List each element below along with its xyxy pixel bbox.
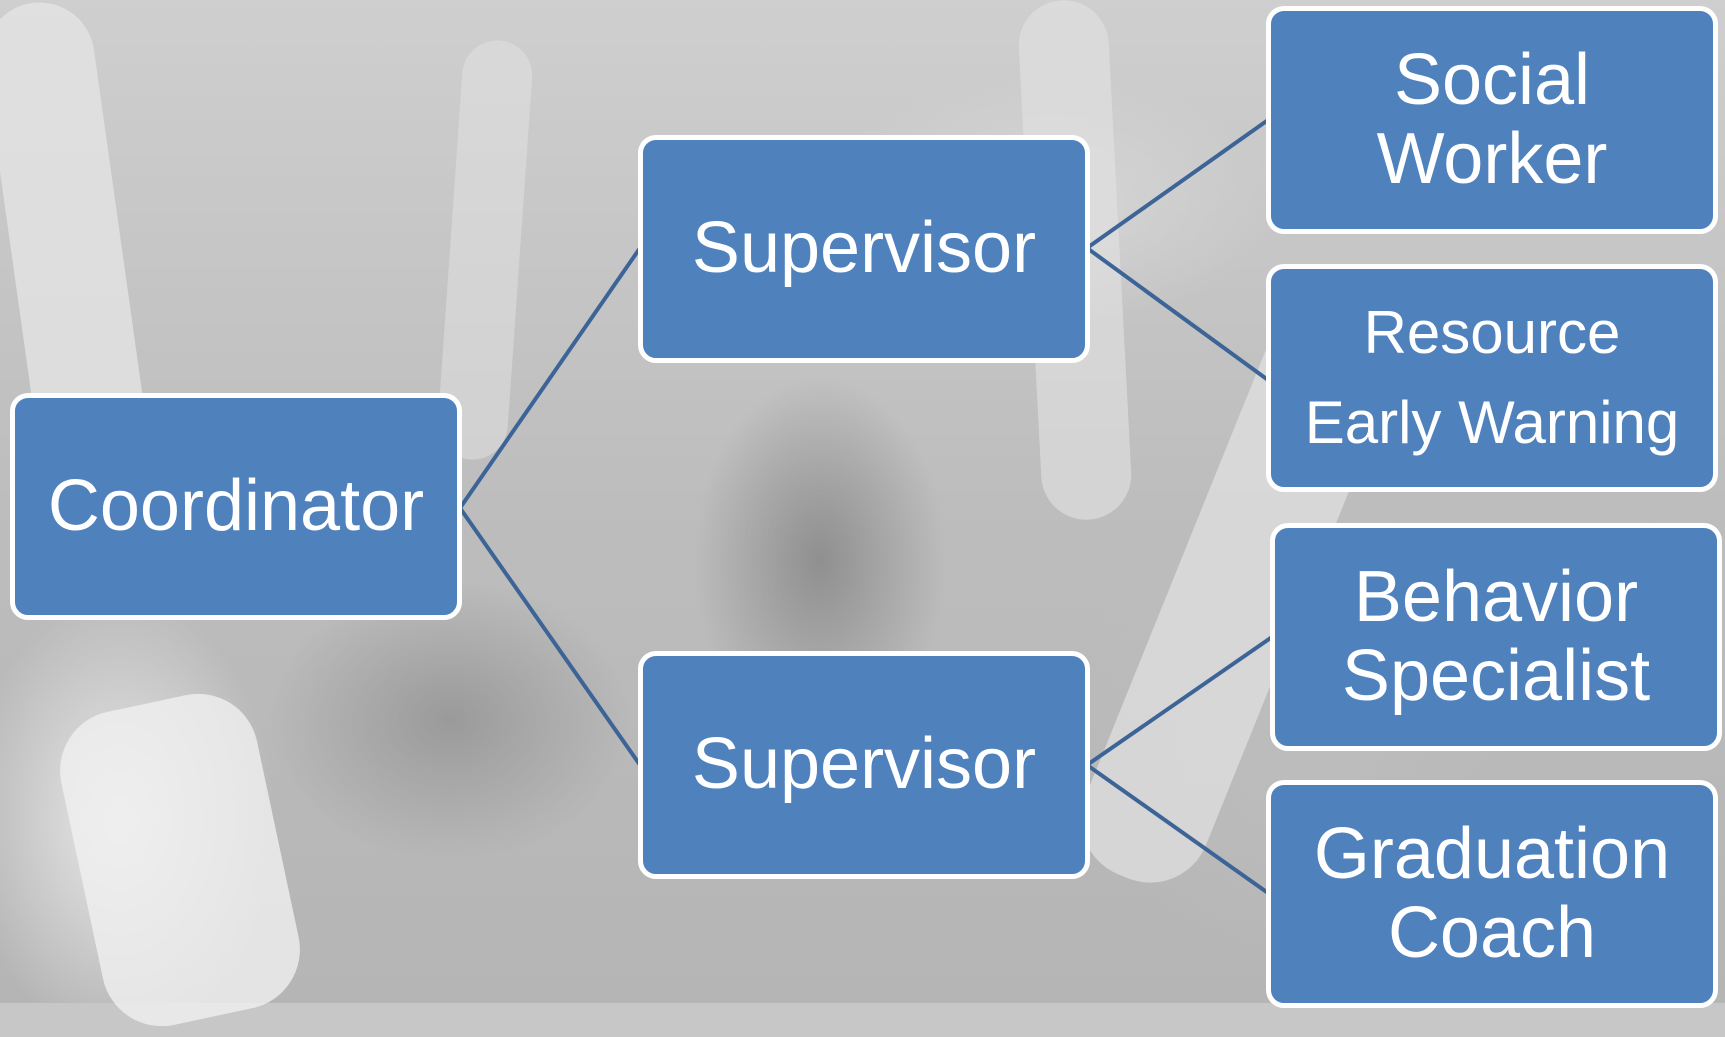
node-resource-line1: Resource <box>1363 299 1621 366</box>
node-graduation-coach-line2: Coach <box>1387 893 1597 973</box>
node-resource: Resource Early Warning <box>1266 264 1718 492</box>
node-social-worker: Social Worker <box>1266 6 1718 234</box>
connector-coordinator-supervisor-bottom <box>458 506 642 767</box>
node-graduation-coach-line1: Graduation <box>1313 813 1671 894</box>
node-behavior-specialist: Behavior Specialist <box>1270 523 1722 751</box>
node-behavior-specialist-line1: Behavior <box>1353 556 1639 637</box>
node-coordinator-label: Coordinator <box>47 465 425 546</box>
connector-supervisor-bottom-graduation-coach <box>1085 763 1270 895</box>
node-social-worker-line2: Worker <box>1376 119 1608 199</box>
connector-supervisor-bottom-behavior-specialist <box>1085 635 1274 767</box>
connector-coordinator-supervisor-top <box>458 246 642 510</box>
node-supervisor-top: Supervisor <box>638 135 1090 363</box>
node-coordinator: Coordinator <box>10 393 462 620</box>
node-supervisor-top-label: Supervisor <box>691 208 1037 289</box>
connector-supervisor-top-social-worker <box>1085 118 1270 250</box>
node-graduation-coach: Graduation Coach <box>1266 780 1718 1008</box>
node-social-worker-line1: Social <box>1393 39 1591 120</box>
node-supervisor-bottom-label: Supervisor <box>691 724 1037 805</box>
node-supervisor-bottom: Supervisor <box>638 651 1090 879</box>
connector-supervisor-top-resource <box>1085 246 1270 382</box>
node-resource-line2: Early Warning <box>1304 389 1680 456</box>
connector-lines <box>458 118 1274 895</box>
node-behavior-specialist-line2: Specialist <box>1341 636 1651 716</box>
